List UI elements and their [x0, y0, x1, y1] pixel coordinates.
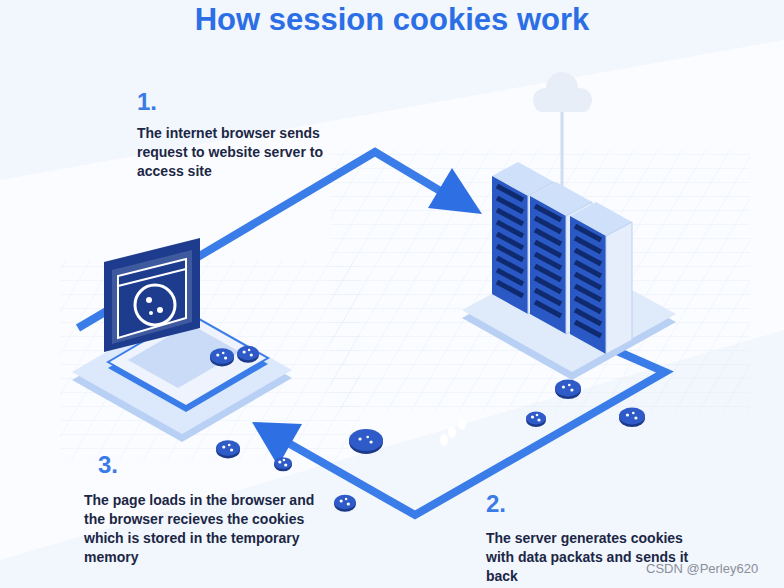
- cookie: [210, 348, 234, 366]
- server-racks: [492, 162, 632, 354]
- cookie: [216, 440, 240, 458]
- fleck: [448, 426, 456, 438]
- step-text: The server generates cookies with data p…: [486, 529, 701, 586]
- callout-number: 3.: [98, 451, 158, 479]
- cookie: [619, 408, 645, 428]
- cookies: [210, 346, 645, 512]
- cookie: [274, 457, 292, 471]
- fleck: [458, 418, 466, 430]
- watermark: CSDN @Perley620: [646, 561, 758, 576]
- title: How session cookies work: [0, 2, 784, 38]
- response-arrow: [290, 348, 665, 515]
- cookie: [334, 495, 356, 512]
- cookie: [349, 429, 383, 454]
- request-arrow: [78, 152, 452, 328]
- cookie: [555, 380, 581, 400]
- cloud: [533, 72, 592, 190]
- laptop: [104, 238, 268, 412]
- cookie: [237, 346, 259, 363]
- callout-number: 1.: [137, 88, 197, 116]
- step-text: The page loads in the browser and the br…: [84, 491, 332, 567]
- grid: [330, 150, 750, 410]
- step-text: The internet browser sends request to we…: [137, 124, 352, 181]
- arrow-head: [428, 168, 482, 214]
- callout-number: 2.: [486, 490, 546, 518]
- server-rack: [570, 202, 632, 354]
- fleck: [440, 434, 448, 446]
- cookie: [526, 412, 546, 428]
- light-band: [0, 40, 784, 560]
